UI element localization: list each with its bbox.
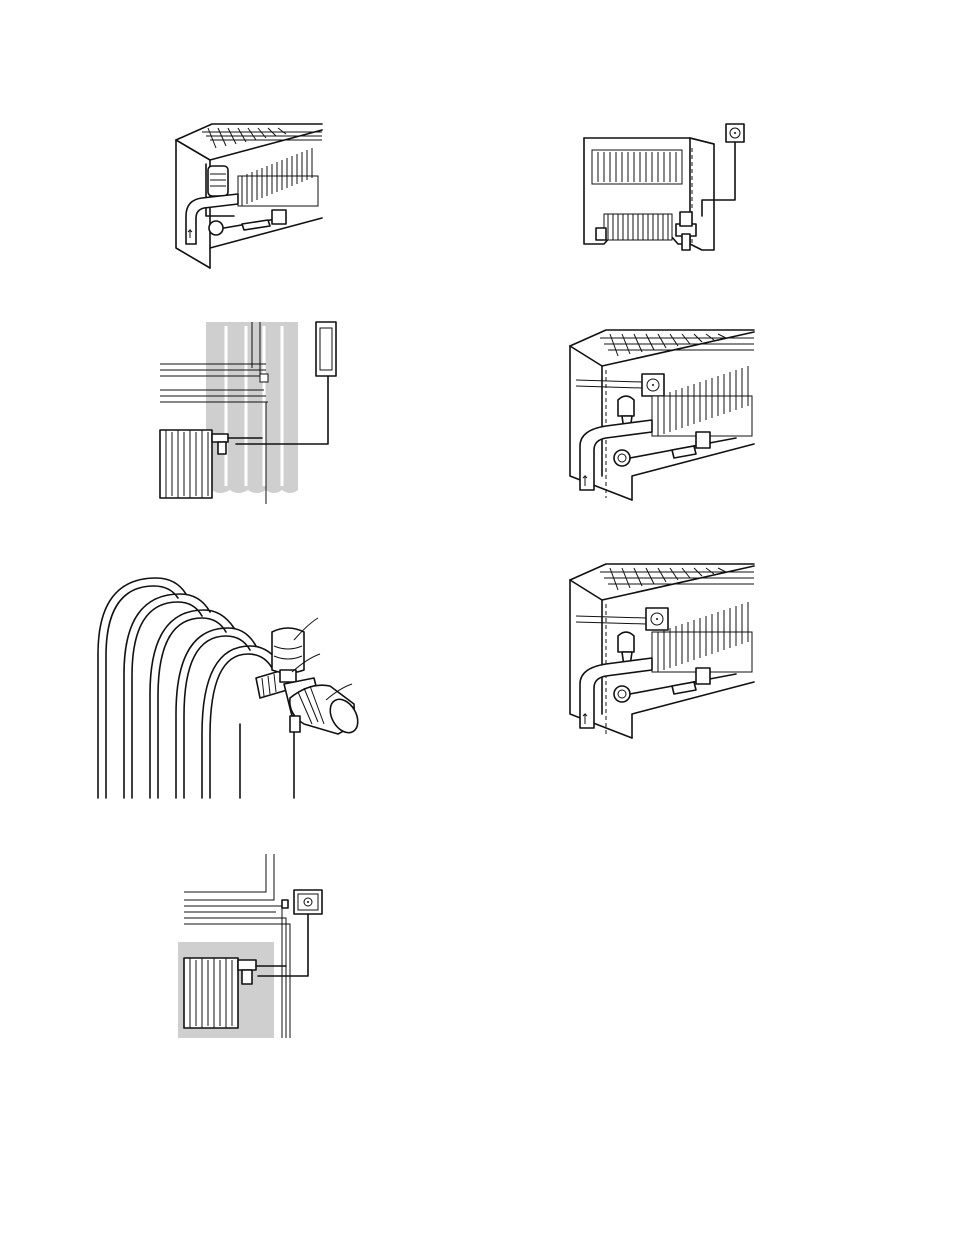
- convector-with-wall-sensor-icon: [566, 560, 756, 742]
- convector-with-thermostat-valve-icon: [172, 120, 324, 270]
- figure-radiator-behind-curtain: [156, 318, 346, 508]
- thermostatic-valve: [256, 628, 363, 738]
- figure-cabinet-remote-sensor: [578, 120, 748, 260]
- radiator: [184, 958, 238, 1028]
- radiator-valve-closeup-icon: [94, 574, 364, 800]
- convector-with-wall-sensor-icon: [566, 326, 756, 506]
- figure-convector-wall-sensor-2: [566, 560, 756, 742]
- figure-convector-wall-sensor-1: [566, 326, 756, 506]
- radiator-with-remote-sensor-behind-curtain-icon: [156, 318, 346, 508]
- radiator: [160, 430, 212, 498]
- radiator-in-alcove-with-wall-sensor-icon: [174, 850, 334, 1042]
- cabinet-heater-with-remote-sensor-icon: [578, 120, 748, 260]
- figure-convector-thermostat-valve: [172, 120, 324, 270]
- figure-radiator-alcove-wall-sensor: [174, 850, 334, 1042]
- figure-radiator-valve-closeup: [94, 574, 364, 800]
